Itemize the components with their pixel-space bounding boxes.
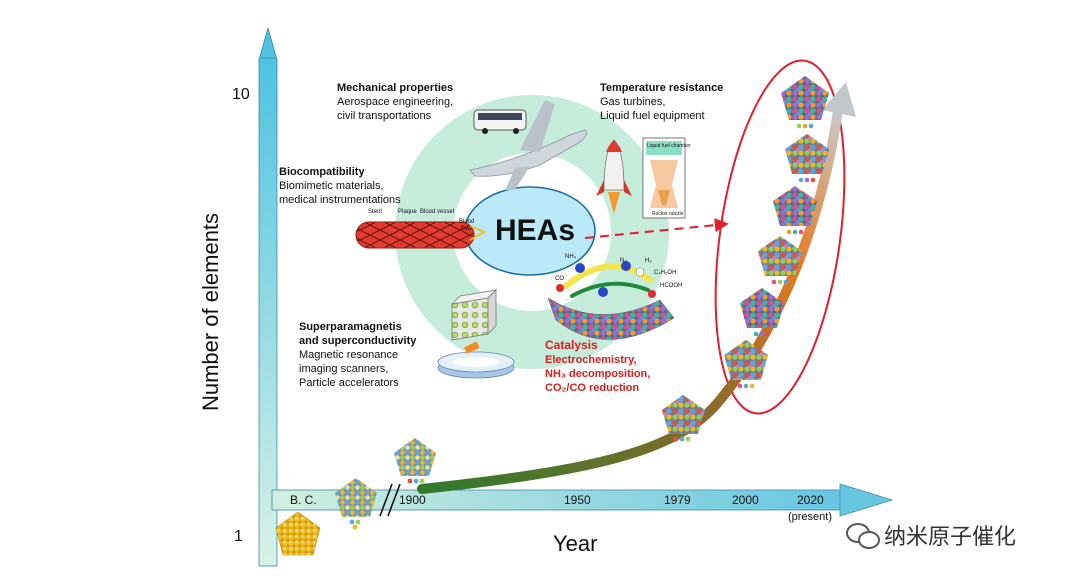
dashed-arrow (584, 218, 729, 239)
x-axis-arrow (271, 483, 894, 517)
magnetic-line1: Magnetic resonance (299, 349, 399, 361)
magnetic-title2: and superconductivity (299, 335, 417, 347)
label-stent: Stent (368, 209, 383, 215)
airplane-icon (469, 100, 588, 190)
catalysis-surface-icon (547, 261, 675, 340)
watermark: 纳米原子催化 (846, 519, 1016, 551)
label-blood: Blood (459, 219, 475, 225)
x-tick-present-note: (present) (788, 511, 833, 523)
biocompat-line2: medical instrumentations (279, 194, 401, 206)
y-axis-label: Number of elements (198, 212, 223, 412)
biocompat-title: Biocompatibility (279, 166, 365, 178)
y-axis-arrow (258, 26, 278, 567)
label-n2: N₂ (620, 258, 627, 264)
x-tick-2020: 2020 (797, 493, 824, 507)
magnet-disk-icon (437, 341, 515, 379)
cluster-stack (724, 76, 829, 389)
catalysis-title: Catalysis (545, 338, 598, 352)
cluster-bc (275, 511, 321, 556)
magnetic-title1: Superparamagnetis (299, 321, 402, 333)
label-c2h5oh: C₂H₅OH (654, 270, 677, 276)
x-tick-2000: 2000 (732, 493, 759, 507)
label-plaque: Plaque (398, 209, 417, 215)
magnetic-line2: imaging scanners, (299, 363, 389, 375)
label-h2: H₂ (645, 258, 652, 264)
mechanical-title: Mechanical properties (337, 82, 454, 94)
mechanical-line1: Aerospace engineering, (337, 96, 454, 108)
rocket-icon (596, 139, 632, 214)
label-hcooh: HCOOH (660, 283, 683, 289)
fuel-chamber-icon (642, 137, 686, 219)
x-tick-1979: 1979 (664, 493, 691, 507)
label-nh3: NH₃ (565, 254, 577, 260)
wechat-icon (846, 521, 880, 549)
catalysis-line2: NH₃ decomposition, (545, 368, 651, 380)
catalysis-line3: CO₂/CO reduction (545, 382, 640, 394)
y-tick-top: 10 (232, 86, 250, 103)
x-tick-1950: 1950 (564, 493, 591, 507)
temperature-line2: Liquid fuel equipment (600, 110, 705, 122)
mechanical-line2: civil transportations (337, 110, 432, 122)
biocompat-line1: Biomimetic materials, (279, 180, 384, 192)
label-co: CO (555, 276, 564, 282)
label-blood-vessel: Blood vessel (420, 209, 455, 215)
label-fuel-chamber: Liquid fuel chamber (647, 143, 691, 149)
blood-vessel-icon (355, 221, 487, 249)
cube-lattice-icon (450, 289, 498, 341)
growth-curve (417, 105, 843, 494)
bus-icon (473, 109, 527, 134)
catalysis-line1: Electrochemistry, (545, 354, 637, 366)
watermark-text: 纳米原子催化 (884, 524, 1017, 549)
cluster-early-2 (394, 438, 436, 484)
heas-label: HEAs (495, 214, 576, 247)
axis-break (379, 483, 393, 517)
label-rocket-nozzle: Rocket nozzle (652, 211, 684, 217)
y-tick-bottom: 1 (234, 528, 243, 545)
x-tick-1900: 1900 (399, 493, 426, 507)
x-axis-label: Year (553, 531, 598, 556)
growth-curve-arrowhead (822, 82, 856, 117)
label-flow: flow (461, 226, 472, 232)
magnetic-line3: Particle accelerators (299, 377, 399, 389)
cluster-early-1 (335, 478, 377, 530)
x-tick-bc: B. C. (290, 493, 317, 507)
temperature-title: Temperature resistance (600, 82, 724, 94)
recent-heas-highlight (714, 59, 846, 415)
cluster-1979 (662, 395, 705, 442)
temperature-line1: Gas turbines, (600, 96, 666, 108)
